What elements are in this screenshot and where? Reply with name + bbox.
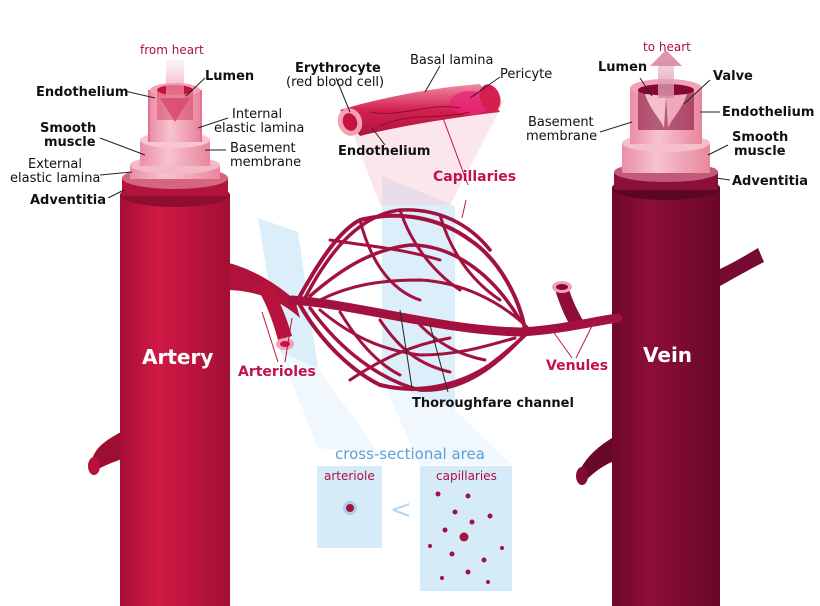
vein <box>576 50 764 606</box>
pericyte-label: Pericyte <box>500 67 552 82</box>
capillary-dots <box>428 491 504 584</box>
artery-smooth-muscle-label-2: muscle <box>44 135 96 150</box>
artery-name: Artery <box>142 345 213 369</box>
capillary-endothelium-label: Endothelium <box>338 144 430 159</box>
capillaries-panel-label: capillaries <box>436 469 497 483</box>
cross-section-panels <box>317 466 512 591</box>
vein-basement-label-2: membrane <box>526 129 597 144</box>
artery-basement-label-2: membrane <box>230 155 301 170</box>
external-elastic-label-2: elastic lamina <box>10 171 100 186</box>
internal-elastic-label-1: Internal <box>232 107 282 122</box>
venule-stub <box>552 281 584 328</box>
vein-name: Vein <box>643 343 692 367</box>
less-than-symbol: < <box>390 495 412 525</box>
capillary-detail <box>337 84 501 136</box>
vein-adventitia-label: Adventitia <box>732 174 808 189</box>
arterioles-label: Arterioles <box>238 364 316 380</box>
to-heart-label: to heart <box>643 40 691 54</box>
venules-label: Venules <box>546 358 608 374</box>
artery-basement-label-1: Basement <box>230 141 296 156</box>
erythrocyte-sub-label: (red blood cell) <box>286 75 384 90</box>
vein-endothelium-label: Endothelium <box>722 105 814 120</box>
cross-section-title: cross-sectional area <box>335 445 485 463</box>
external-elastic-label-1: External <box>28 157 82 172</box>
artery-endothelium-label: Endothelium <box>36 85 128 100</box>
capillary-network <box>287 208 623 392</box>
cross-section-planes <box>258 176 512 465</box>
internal-elastic-label-2: elastic lamina <box>214 121 304 136</box>
leader-lines <box>99 65 731 393</box>
vein-smooth-muscle-label-2: muscle <box>734 144 786 159</box>
thoroughfare-label: Thoroughfare channel <box>412 396 574 411</box>
artery-lumen-label: Lumen <box>205 69 254 84</box>
erythrocyte-label: Erythrocyte <box>295 61 381 76</box>
basal-lamina-label: Basal lamina <box>410 53 493 68</box>
vein-smooth-muscle-label-1: Smooth <box>732 130 788 145</box>
artery-smooth-muscle-label-1: Smooth <box>40 121 96 136</box>
artery <box>88 60 300 606</box>
valve-label: Valve <box>713 69 753 84</box>
from-heart-label: from heart <box>140 43 204 57</box>
arteriole-panel-label: arteriole <box>324 469 375 483</box>
vein-lumen-label: Lumen <box>598 60 647 75</box>
capillaries-panel <box>420 466 512 591</box>
capillaries-label: Capillaries <box>433 169 516 185</box>
vein-basement-label-1: Basement <box>528 115 594 130</box>
labels: from heart Lumen Endothelium Internal el… <box>10 40 814 525</box>
artery-adventitia-label: Adventitia <box>30 193 106 208</box>
